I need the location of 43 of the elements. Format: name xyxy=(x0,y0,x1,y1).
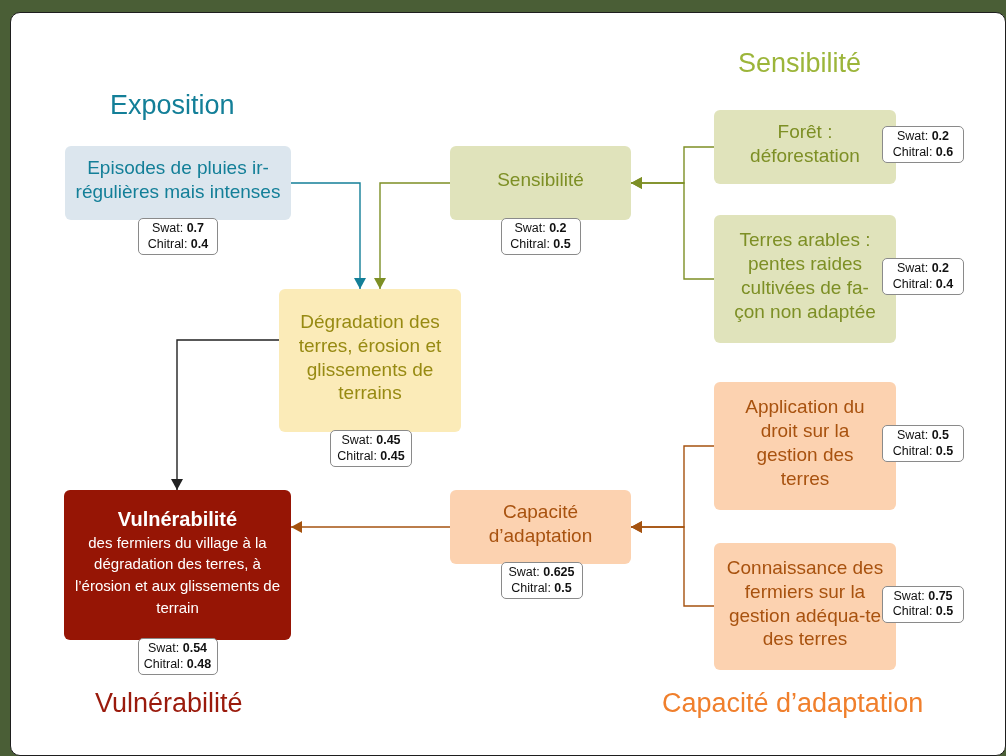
section-heading: Vulnérabilité xyxy=(95,688,243,719)
box-text: Sensibilité xyxy=(497,168,584,192)
score-text: Swat: 0.75 xyxy=(893,588,953,605)
score-text: Chitral: 0.48 xyxy=(143,656,212,673)
box-text: Capacité d’adaptation xyxy=(487,500,594,548)
score-text: Swat: 0.5 xyxy=(896,428,950,444)
score-text: Swat: 0.2 xyxy=(514,221,567,237)
score-text: Chitral: 0.5 xyxy=(892,604,954,620)
score-text: Chitral: 0.5 xyxy=(892,443,954,460)
factor-box xyxy=(450,490,631,564)
score-text: Chitral: 0.4 xyxy=(892,276,954,293)
section-heading: Exposition xyxy=(110,90,235,121)
score-text: Chitral: 0.45 xyxy=(337,448,405,465)
box-text: Episodes de pluies ir-régulières mais intenses xyxy=(74,156,282,204)
score-text: Swat: 0.54 xyxy=(147,641,208,657)
score-text: Chitral: 0.6 xyxy=(892,144,954,161)
arrow xyxy=(171,339,280,491)
factor-box xyxy=(65,146,291,220)
section-heading: Sensibilité xyxy=(738,48,862,79)
arrow xyxy=(290,182,366,290)
box-text: des fermiers du village à la dégradation des terres, à l’érosion et aux glissements de terrain xyxy=(73,532,282,618)
score-text: Swat: 0.45 xyxy=(341,433,401,449)
box-text: Connaissance des fermiers sur la gestion adéqua-te des terres xyxy=(725,555,885,652)
score-text: Chitral: 0.5 xyxy=(511,580,572,597)
section-heading: Capacité d’adaptation xyxy=(662,688,924,719)
score-text: Chitral: 0.4 xyxy=(147,236,209,253)
result-box xyxy=(64,490,291,640)
arrow xyxy=(630,521,715,607)
box-text: Forêt : déforestation xyxy=(749,120,861,168)
score-text: Swat: 0.625 xyxy=(508,565,575,581)
arrow xyxy=(374,182,451,290)
score-text: Swat: 0.2 xyxy=(896,261,950,277)
box-text: Application du droit sur la gestion des terres xyxy=(744,395,866,491)
score-text: Swat: 0.2 xyxy=(896,129,950,145)
score-text: Chitral: 0.5 xyxy=(510,236,571,253)
box-heading: Vulnérabilité xyxy=(117,506,238,532)
box-text: Terres arables : pentes raides cultivées de fa-çon non adaptée xyxy=(733,228,877,324)
score-text: Swat: 0.7 xyxy=(151,221,205,237)
factor-box xyxy=(279,289,461,432)
arrow xyxy=(630,177,715,280)
arrow xyxy=(290,521,451,533)
box-text: Dégradation des terres, érosion et glissements de terrains xyxy=(297,309,443,406)
factor-box xyxy=(450,146,631,220)
